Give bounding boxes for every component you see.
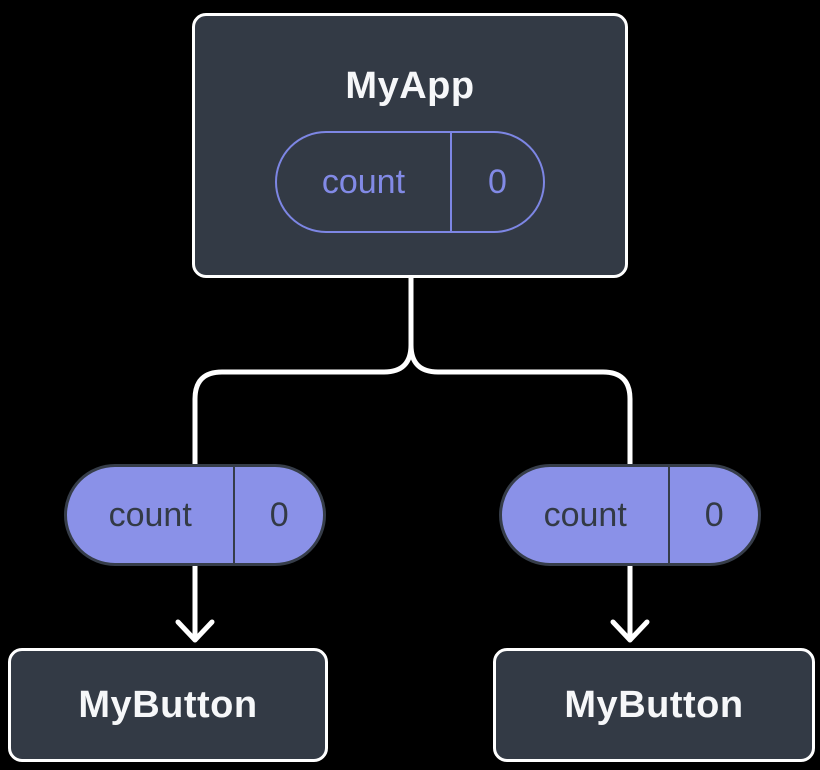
component-title: MyButton	[564, 684, 744, 726]
arrowhead-down-left-icon	[175, 619, 215, 643]
component-box-mybutton-left: MyButton	[8, 648, 328, 762]
prop-pill-left: count 0	[64, 464, 326, 566]
prop-pill-name: count	[543, 495, 627, 534]
branch-line-left	[192, 273, 414, 641]
component-title: MyApp	[345, 65, 475, 107]
prop-pill-right: count 0	[499, 464, 761, 566]
state-pill-value: 0	[449, 133, 543, 231]
state-pill-name: count	[321, 162, 406, 201]
component-box-mybutton-right: MyButton	[493, 648, 815, 762]
component-box-myapp: MyApp count 0	[192, 13, 628, 278]
component-title: MyButton	[78, 684, 258, 726]
prop-pill-value: 0	[233, 467, 323, 563]
prop-pill-value: 0	[668, 467, 758, 563]
prop-pill-name: count	[108, 495, 192, 534]
arrowhead-down-right-icon	[610, 619, 650, 643]
branch-line-right	[408, 273, 633, 641]
state-pill: count 0	[275, 131, 545, 233]
